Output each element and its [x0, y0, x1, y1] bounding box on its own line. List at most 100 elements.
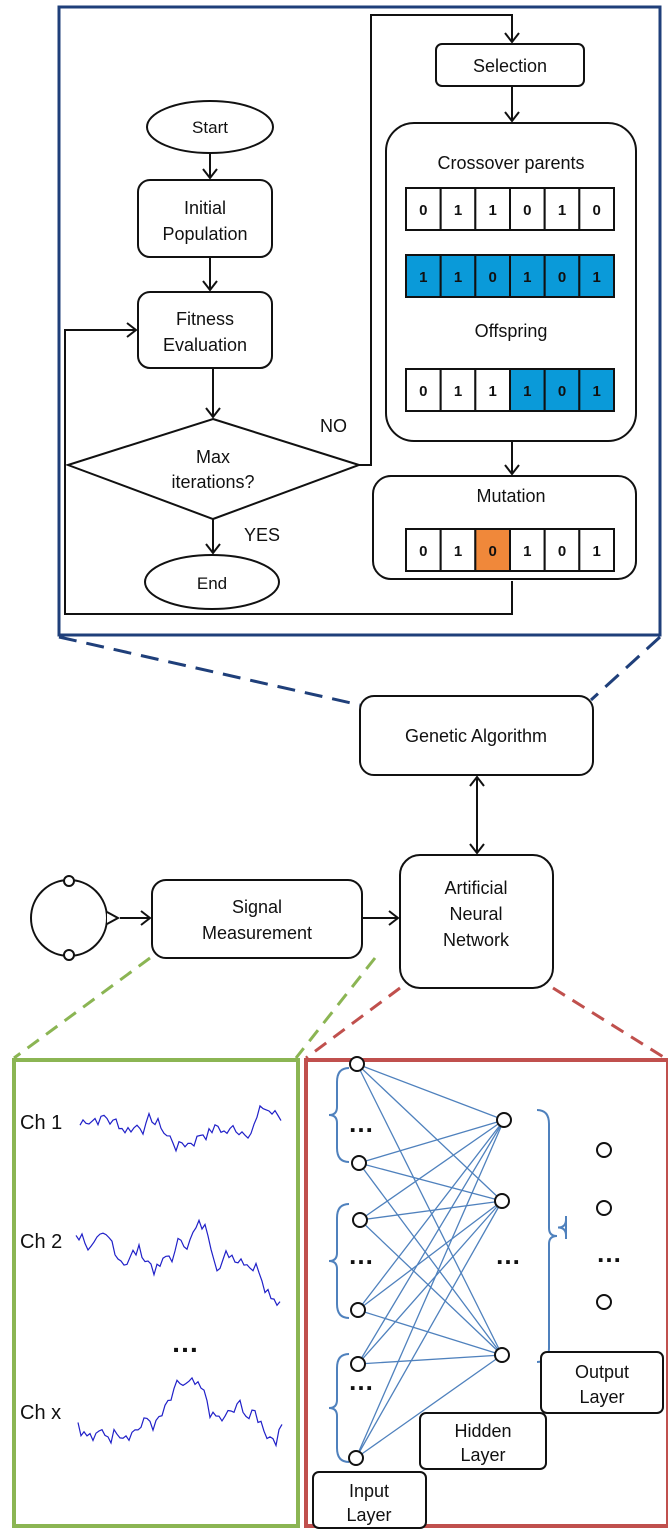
mutation-cell: [578, 528, 615, 572]
signal-zoom-lines: [13, 956, 377, 1060]
signal-to-ann-arrow: [362, 910, 400, 926]
crossover-title: Crossover parents: [437, 153, 584, 173]
parent2-bit: 1: [523, 269, 531, 286]
layer-bracket: [536, 1109, 558, 1363]
hidden-layer-label-box: [419, 1412, 547, 1470]
selection-box: [435, 43, 585, 87]
network-connection: [357, 1309, 503, 1356]
genetic-algorithm-label: Genetic Algorithm: [405, 726, 547, 746]
network-connection: [357, 1200, 503, 1311]
initial-population-line1: Initial: [184, 198, 226, 218]
fitness-evaluation-box: [137, 291, 273, 369]
offspring-bit: 1: [523, 383, 531, 400]
mutation-bit: 1: [592, 543, 600, 560]
input-neuron: [348, 1450, 364, 1466]
network-connection: [356, 1063, 503, 1356]
parent1-cell: [474, 187, 512, 231]
eeg-waveform: [75, 1218, 281, 1307]
max-iterations-decision: [64, 417, 363, 521]
parent1-bit: 1: [454, 202, 462, 219]
input-neuron: [351, 1155, 367, 1171]
ga-ann-bidirectional-arrow: [469, 775, 485, 855]
eeg-waveform: [77, 1376, 283, 1448]
output-layer-label-box: [540, 1351, 664, 1414]
layer-bracket: [328, 1353, 350, 1463]
network-connection: [355, 1200, 503, 1459]
parent1-cell: [439, 187, 477, 231]
output-neuron: [596, 1142, 612, 1158]
mutation-bit: 1: [523, 543, 531, 560]
parent1-bit: 0: [592, 202, 600, 219]
parent2-cell: [578, 254, 615, 298]
offspring-bit: 0: [419, 383, 427, 400]
network-connection: [355, 1354, 503, 1459]
head-to-signal-arrow: [120, 910, 152, 926]
network-connection: [356, 1063, 503, 1202]
signal-measurement-line1: Signal: [232, 897, 282, 917]
mutation-cell: [474, 528, 512, 572]
mutation-bit: 0: [488, 543, 496, 560]
network-connection: [356, 1063, 505, 1121]
input-neuron: [349, 1056, 365, 1072]
ga-zoom-lines: [58, 635, 662, 707]
parent2-bit: 0: [558, 269, 566, 286]
input-layer-line1: Input: [349, 1481, 389, 1501]
ann-line1: Artificial: [444, 878, 507, 898]
no-label: NO: [320, 416, 347, 436]
output-neuron: [596, 1294, 612, 1310]
mutation-bit: 0: [419, 543, 427, 560]
offspring-cell: [439, 368, 477, 412]
parent1-bit: 1: [558, 202, 566, 219]
initial-population-line2: Population: [162, 224, 247, 244]
crossover-to-mutation-arrow: [504, 441, 520, 476]
max-iterations-line2: iterations?: [171, 472, 254, 492]
output-neuron: [596, 1200, 612, 1216]
network-panel-frame: [304, 1058, 668, 1528]
network-neurons: [348, 1056, 612, 1466]
offspring-bit: 0: [558, 383, 566, 400]
end-node: [144, 554, 280, 610]
fitness-evaluation-line2: Evaluation: [163, 335, 247, 355]
hidden-neuron: [494, 1347, 510, 1363]
ann-line3: Network: [443, 930, 510, 950]
input-layer-label-box: [312, 1471, 427, 1529]
parent2-bit: 1: [454, 269, 462, 286]
end-label: End: [197, 574, 227, 593]
network-connection: [357, 1200, 503, 1365]
input-ellipsis-3: …: [348, 1366, 374, 1396]
offspring-title: Offspring: [475, 321, 548, 341]
fitness-evaluation-line1: Fitness: [176, 309, 234, 329]
hidden-layer-line2: Layer: [460, 1445, 505, 1465]
network-connection: [355, 1119, 505, 1459]
ann-box: [399, 854, 554, 989]
network-connection: [359, 1119, 505, 1221]
offspring-bit: 1: [488, 383, 496, 400]
network-connection: [357, 1354, 503, 1365]
eeg-waveforms: [75, 1104, 283, 1448]
input-ellipsis-1: …: [348, 1108, 374, 1138]
offspring-cell: [578, 368, 615, 412]
head-icon: [30, 875, 121, 961]
parent2-bit: 1: [419, 269, 427, 286]
eeg-waveform: [79, 1104, 282, 1153]
hidden-neuron: [496, 1112, 512, 1128]
offspring-bit: 1: [454, 383, 462, 400]
network-connection: [358, 1119, 505, 1164]
network-connection: [359, 1200, 503, 1221]
ann-line2: Neural: [449, 904, 502, 924]
hidden-layer-line1: Hidden: [454, 1421, 511, 1441]
input-neuron: [350, 1356, 366, 1372]
channel-label-2: Ch 2: [20, 1231, 62, 1253]
channel-label-1: Ch 1: [20, 1112, 62, 1134]
network-connection: [357, 1119, 505, 1365]
output-ellipsis: …: [596, 1238, 622, 1268]
parent1-cell: [578, 187, 615, 231]
network-connection: [358, 1162, 503, 1356]
input-neuron: [352, 1212, 368, 1228]
parent2-cell: [474, 254, 512, 298]
